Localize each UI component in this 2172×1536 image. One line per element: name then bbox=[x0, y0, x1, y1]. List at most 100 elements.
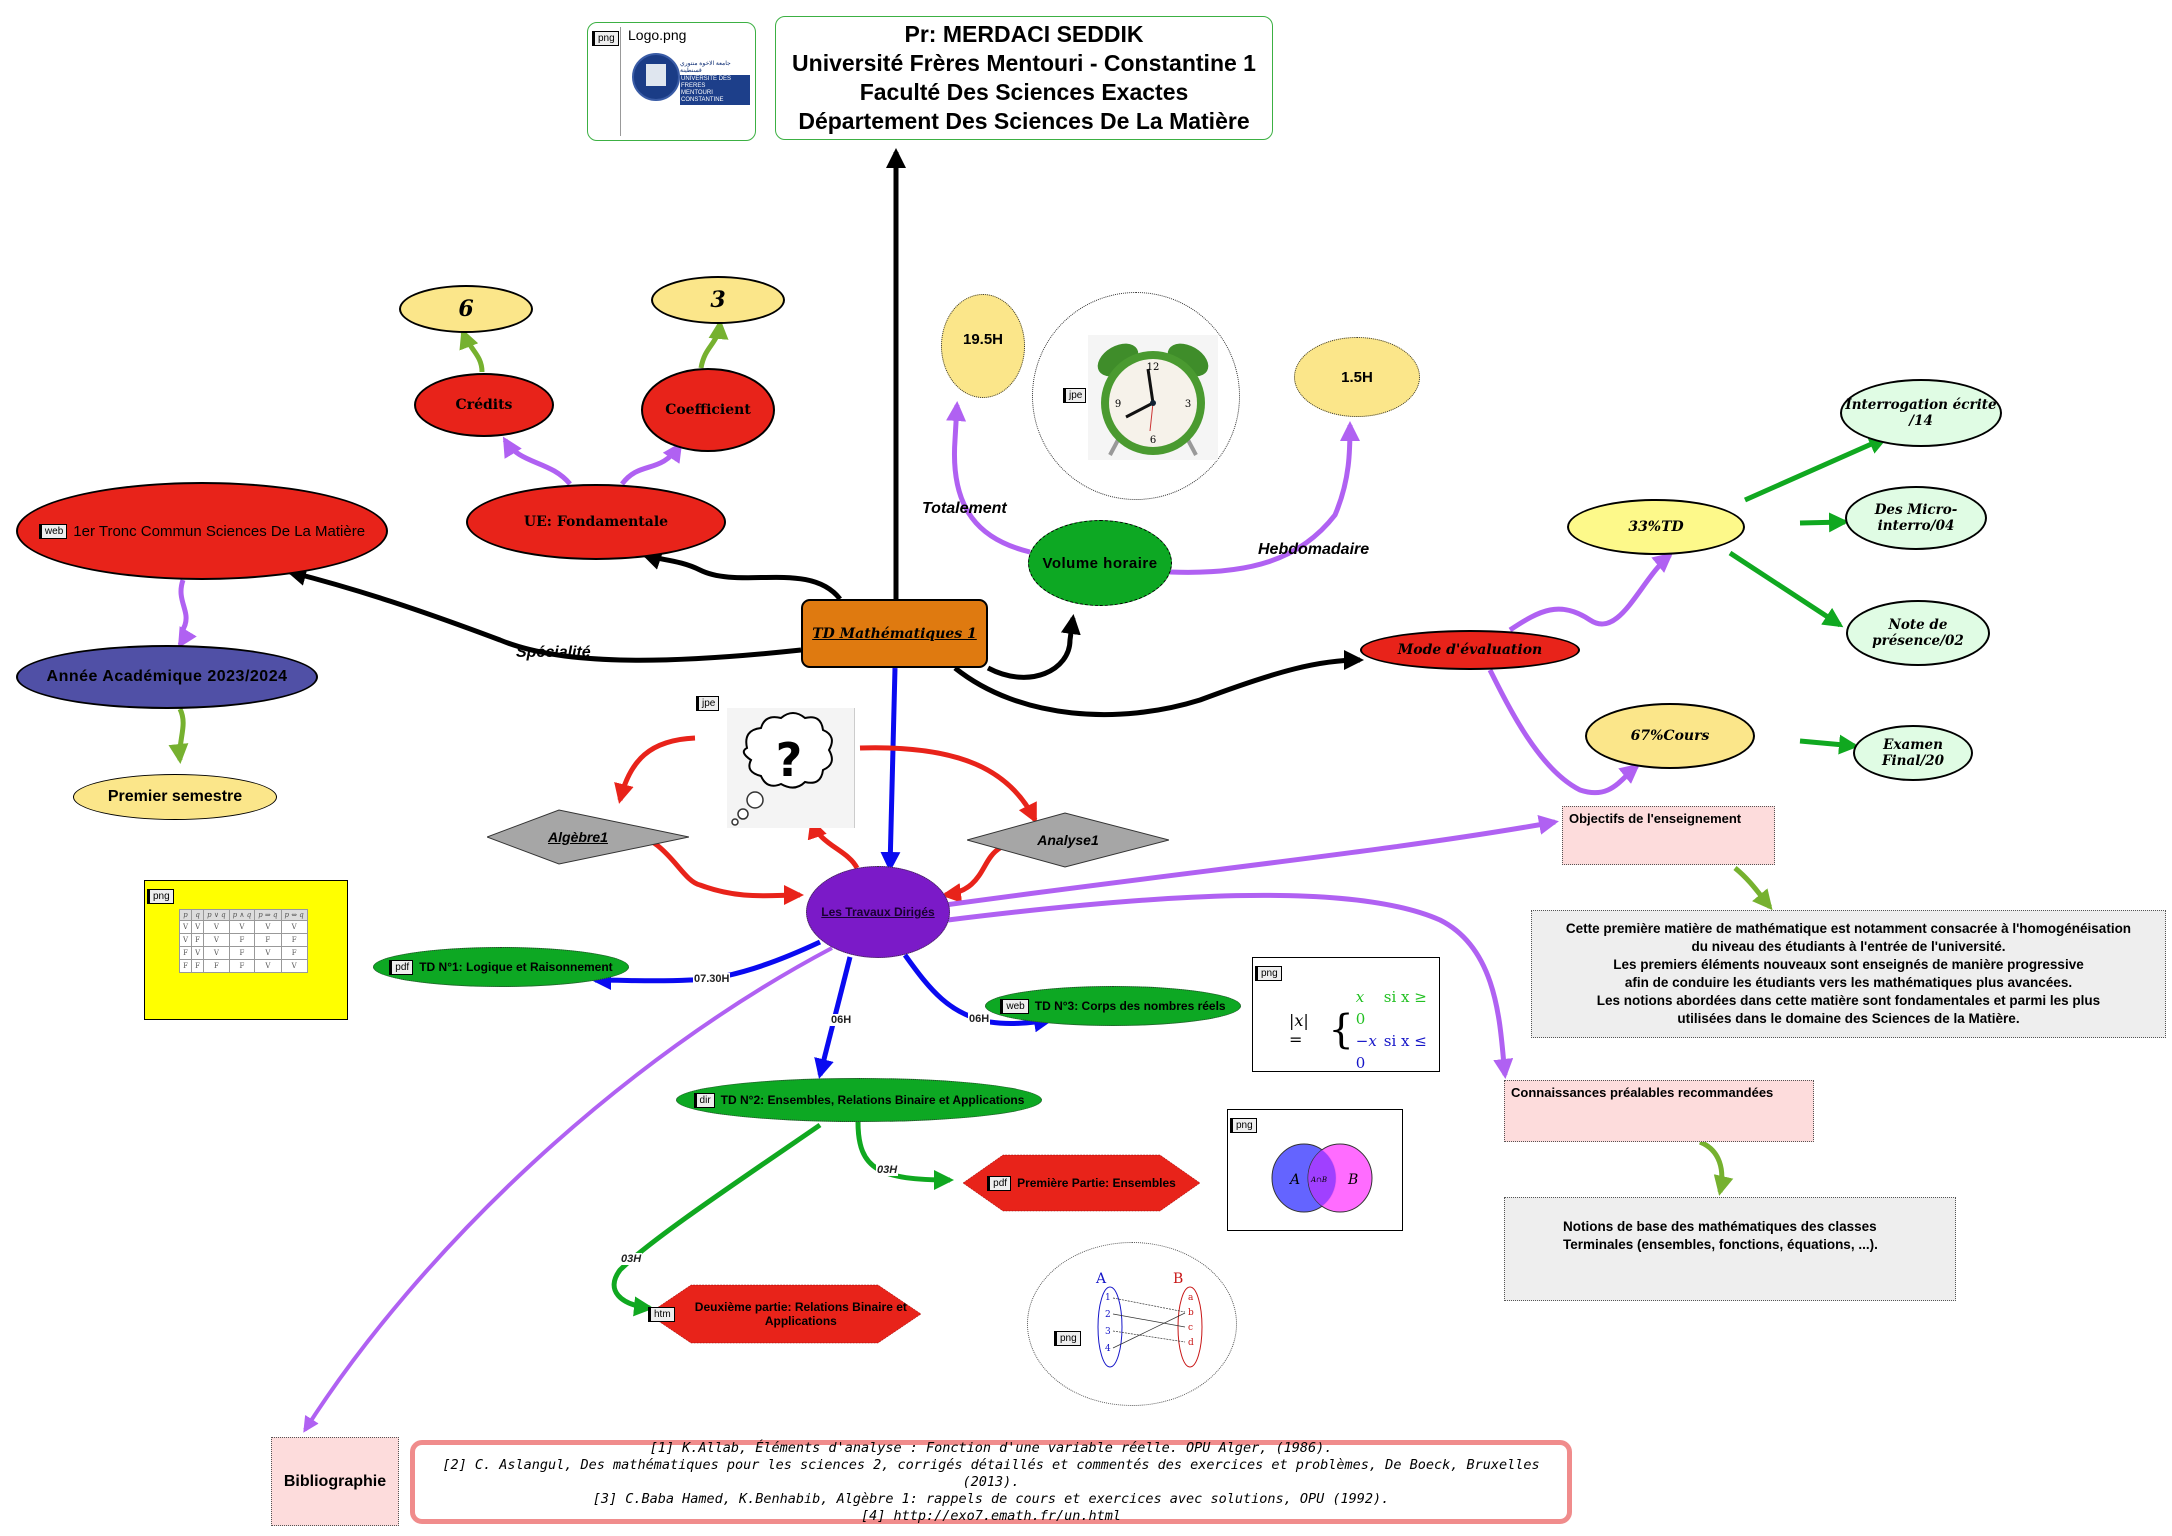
svg-text:3: 3 bbox=[1105, 1327, 1111, 1337]
edge-central-tronc bbox=[286, 566, 802, 663]
svg-text:2: 2 bbox=[1105, 1310, 1111, 1320]
truth-table-header: p bbox=[178, 909, 193, 921]
truth-table-cell: F bbox=[254, 933, 282, 947]
truth-table-cell: V bbox=[191, 920, 205, 934]
examen-final-node[interactable]: Examen Final/20 bbox=[1853, 725, 1973, 781]
td2-node[interactable]: dir TD N°2: Ensembles, Relations Binaire… bbox=[676, 1078, 1042, 1122]
edge-credits-6 bbox=[459, 328, 485, 373]
micro-interro-node[interactable]: Des Micro-interro/04 bbox=[1845, 486, 1987, 550]
semestre-node[interactable]: Premier semestre bbox=[73, 774, 277, 820]
file-type-tag: jpe bbox=[696, 696, 720, 711]
bibliographie-references: [1] K.Allab, Éléments d'analyse : Foncti… bbox=[410, 1440, 1572, 1524]
edge-eval-cours bbox=[1487, 668, 1641, 796]
truth-table-cell: F bbox=[178, 959, 193, 973]
edge-label-part2-hours: 03H bbox=[620, 1253, 643, 1265]
edge-annee-semestre bbox=[168, 707, 189, 764]
svg-text:c: c bbox=[1188, 1323, 1193, 1333]
truth-table-cell: V bbox=[254, 946, 282, 960]
evaluation-node[interactable]: Mode d'évaluation bbox=[1360, 630, 1580, 670]
file-type-tag: jpe bbox=[1063, 388, 1087, 403]
svg-text:12: 12 bbox=[1147, 362, 1160, 373]
edge-central-travaux bbox=[880, 667, 901, 872]
svg-text:a: a bbox=[1188, 1293, 1194, 1303]
truth-table-cell: F bbox=[178, 946, 193, 960]
cours-weight-node[interactable]: 67%Cours bbox=[1585, 703, 1755, 769]
file-type-tag: png bbox=[1054, 1331, 1081, 1346]
file-type-tag: png bbox=[1255, 966, 1282, 981]
edge-central-ue bbox=[641, 550, 842, 601]
annee-node[interactable]: Année Académique 2023/2024 bbox=[16, 645, 318, 709]
weekly-hours-node[interactable]: 1.5H bbox=[1294, 337, 1420, 417]
analyse-node[interactable]: Analyse1 bbox=[967, 811, 1169, 869]
objectifs-node[interactable]: Objectifs de l'enseignement bbox=[1562, 806, 1775, 865]
edge-td2-part2 bbox=[611, 1122, 822, 1317]
professor-name: Pr: MERDACI SEDDIK bbox=[904, 21, 1144, 47]
svg-text:A∩B: A∩B bbox=[1310, 1176, 1327, 1184]
tronc-commun-label: 1er Tronc Commun Sciences De La Matière bbox=[73, 522, 366, 540]
faculty-name: Faculté Des Sciences Exactes bbox=[859, 79, 1189, 105]
td2-label: TD N°2: Ensembles, Relations Binaire et … bbox=[720, 1093, 1025, 1107]
coefficient-node[interactable]: Coefficient bbox=[641, 368, 775, 452]
question-image[interactable]: ? bbox=[727, 708, 855, 828]
edge-algebre-travaux bbox=[624, 827, 804, 906]
svg-text:?: ? bbox=[776, 733, 803, 787]
svg-text:d: d bbox=[1188, 1338, 1194, 1348]
file-type-tag: png bbox=[592, 31, 619, 46]
svg-text:9: 9 bbox=[1115, 399, 1121, 410]
credits-node[interactable]: Crédits bbox=[414, 373, 554, 437]
tronc-commun-node[interactable]: web 1er Tronc Commun Sciences De La Mati… bbox=[16, 482, 388, 580]
divider bbox=[620, 27, 621, 136]
coefficient-value-node[interactable]: 3 bbox=[651, 276, 785, 324]
edge-td-note bbox=[1728, 550, 1844, 628]
edge-volume-total bbox=[946, 401, 1031, 555]
svg-text:3: 3 bbox=[1185, 399, 1191, 410]
part1-node[interactable]: pdf Première Partie: Ensembles bbox=[963, 1153, 1200, 1213]
credits-value-node[interactable]: 6 bbox=[399, 285, 533, 333]
edge-central-volume bbox=[986, 614, 1081, 680]
part2-label: Deuxième partie: Relations Binaire et Ap… bbox=[694, 1300, 907, 1328]
td1-label: TD N°1: Logique et Raisonnement bbox=[419, 960, 613, 974]
file-type-tag: web bbox=[38, 523, 68, 539]
edge-question-analyse bbox=[859, 745, 1038, 824]
edge-travaux-connaissances bbox=[947, 892, 1514, 1079]
td1-node[interactable]: pdf TD N°1: Logique et Raisonnement bbox=[373, 947, 629, 987]
mapping-image[interactable]: png A B 1 2 3 4 a b c d bbox=[1027, 1242, 1237, 1406]
interrogation-node[interactable]: Interrogation écrite /14 bbox=[1840, 379, 2002, 447]
bibliographie-node[interactable]: Bibliographie bbox=[271, 1437, 399, 1526]
truth-table-cell: F bbox=[228, 946, 256, 960]
presence-node[interactable]: Note de présence/02 bbox=[1846, 600, 1990, 666]
connaissances-node[interactable]: Connaissances préalables recommandées bbox=[1504, 1080, 1814, 1142]
logo-card[interactable]: png Logo.png جامعة الاخوة منتوري قسنطينة… bbox=[587, 22, 756, 141]
td-weight-node[interactable]: 33%TD bbox=[1567, 499, 1745, 555]
central-topic-node[interactable]: TD Mathématiques 1 bbox=[801, 599, 988, 668]
file-type-tag: htm bbox=[648, 1306, 675, 1322]
svg-text:A: A bbox=[1095, 1271, 1107, 1287]
truth-table-cell: F bbox=[228, 959, 256, 973]
volume-horaire-node[interactable]: Volume horaire bbox=[1028, 520, 1172, 606]
total-hours-node[interactable]: 19.5H bbox=[941, 294, 1025, 398]
part2-node[interactable]: htm Deuxième partie: Relations Binaire e… bbox=[648, 1283, 921, 1345]
travaux-diriges-node[interactable]: Les Travaux Dirigés bbox=[806, 866, 950, 958]
ue-node[interactable]: UE: Fondamentale bbox=[466, 484, 726, 560]
truth-table-cell: V bbox=[191, 946, 205, 960]
truth-table-cell: F bbox=[191, 933, 205, 947]
truth-table-header: p ∧ q bbox=[228, 909, 256, 921]
edge-objectifs-text bbox=[1733, 866, 1773, 911]
reference-item: [3] C.Baba Hamed, K.Benhabib, Algèbre 1:… bbox=[592, 1490, 1390, 1507]
edge-volume-weekly bbox=[1169, 421, 1360, 575]
venn-diagram-image[interactable]: png A A∩B B bbox=[1227, 1109, 1403, 1231]
clock-image-frame[interactable]: jpe 12 3 6 9 bbox=[1032, 292, 1240, 500]
td3-node[interactable]: web TD N°3: Corps des nombres réels bbox=[985, 986, 1241, 1026]
truth-table-cell: F bbox=[280, 946, 308, 960]
reference-item: [1] K.Allab, Éléments d'analyse : Foncti… bbox=[649, 1439, 1333, 1456]
file-type-tag: png bbox=[1230, 1118, 1257, 1133]
truth-table-cell: V bbox=[203, 920, 230, 934]
reference-item[interactable]: [4] http://exo7.emath.fr/un.html bbox=[860, 1507, 1122, 1524]
algebre-node[interactable]: Algèbre1 bbox=[487, 808, 689, 866]
